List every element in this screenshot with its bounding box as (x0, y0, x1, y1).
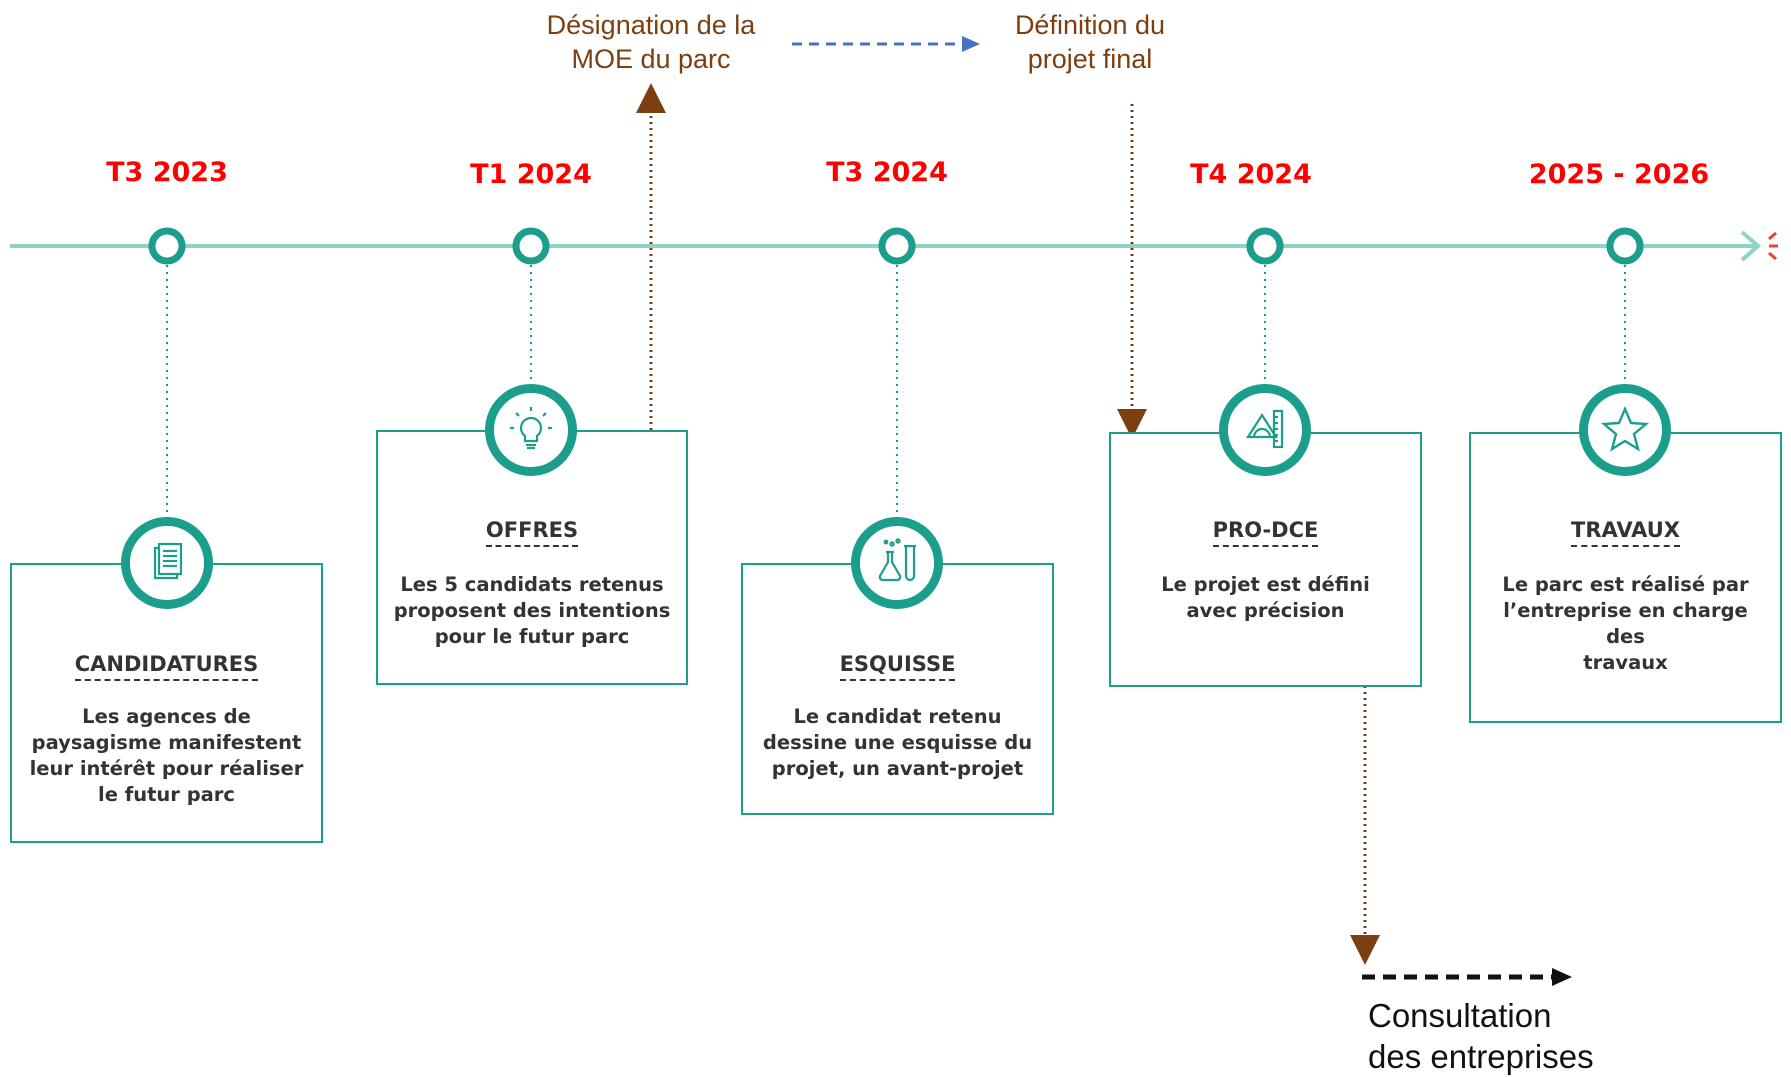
step-description: Le parc est réalisé par l’entreprise en … (1502, 573, 1749, 674)
period-label-2: T1 2024 (470, 159, 592, 190)
badge-candidatures (121, 517, 213, 609)
step-title: ESQUISSE (743, 652, 1052, 681)
lightbulb-icon (510, 407, 552, 450)
document-icon (153, 542, 183, 580)
timeline-end-arrow (1740, 230, 1762, 262)
milestone-marker-4 (1246, 227, 1284, 265)
step-card-candidatures: CANDIDATURES Les agences de paysagisme m… (10, 563, 323, 843)
step-description: Le projet est défini avec précision (1161, 573, 1370, 622)
badge-travaux (1579, 384, 1671, 476)
milestone-marker-2 (512, 227, 550, 265)
badge-esquisse (851, 517, 943, 609)
step-title: OFFRES (378, 518, 686, 547)
milestone-marker-1 (148, 227, 186, 265)
badge-pro-dce (1219, 384, 1311, 476)
lab-flask-icon (878, 538, 916, 582)
consultation-annotation: Consultation des entreprises (1368, 997, 1594, 1075)
period-label-5: 2025 - 2026 (1528, 159, 1710, 190)
step-title: TRAVAUX (1471, 518, 1780, 547)
milestone-marker-3 (878, 227, 916, 265)
timeline-end-marker (1768, 231, 1778, 261)
period-label-4: T4 2024 (1190, 159, 1312, 190)
milestone-marker-5 (1606, 227, 1644, 265)
step-title: PRO-DCE (1111, 518, 1420, 547)
period-label-1: T3 2023 (106, 157, 228, 188)
step-description: Le candidat retenu dessine une esquisse … (762, 705, 1033, 780)
star-icon (1600, 405, 1650, 452)
badge-offres (485, 384, 577, 476)
step-description: Les 5 candidats retenus proposent des in… (393, 573, 671, 648)
protractor-ruler-icon (1245, 409, 1284, 449)
step-description: Les agences de paysagisme manifestent le… (29, 705, 304, 806)
definition-annotation: Définition du projet final (1014, 10, 1166, 74)
step-title: CANDIDATURES (12, 652, 321, 681)
designation-annotation: Désignation de la MOE du parc (546, 10, 756, 74)
period-label-3: T3 2024 (826, 157, 948, 188)
